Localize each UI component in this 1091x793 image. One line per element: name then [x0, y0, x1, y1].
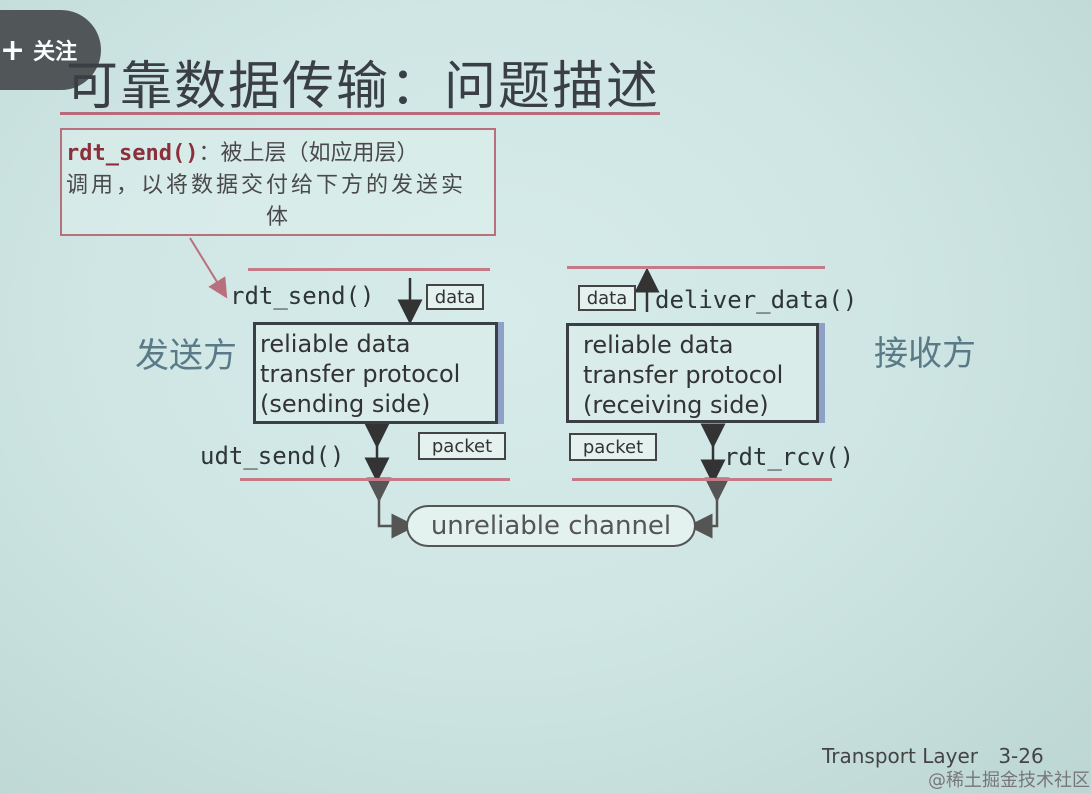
receiver-channel-connector	[687, 477, 730, 539]
unreliable-channel: unreliable channel	[406, 505, 696, 547]
receiver-bottom-call: rdt_rcv()	[724, 443, 855, 471]
follow-label: 关注	[33, 40, 78, 65]
sender-label: 发送方	[135, 336, 237, 376]
watermark: @稀土掘金技术社区	[928, 770, 1090, 791]
sender-bottom-call: udt_send()	[200, 442, 345, 470]
note-callout: rdt_send()：被上层（如应用层） 调用，以将数据交付给下方的发送实 体	[60, 128, 496, 236]
follow-button[interactable]: + 关注	[0, 10, 101, 90]
receiver-protocol-line-3: (receiving side)	[583, 391, 769, 419]
sender-channel-connector	[366, 477, 417, 539]
footer-section: Transport Layer	[822, 744, 978, 768]
note-line-1: rdt_send()：被上层（如应用层）	[66, 138, 488, 170]
sender-protocol-line-3: (sending side)	[260, 390, 431, 418]
receiver-top-call: deliver_data()	[655, 286, 858, 314]
callout-pointer-arrow	[189, 237, 228, 299]
title-underline	[60, 112, 660, 115]
note-line-2: 调用，以将数据交付给下方的发送实	[66, 173, 467, 198]
plus-icon: +	[0, 32, 26, 68]
receiver-packet-tag: packet	[569, 433, 657, 461]
sender-top-call: rdt_send()	[230, 282, 375, 310]
footer-page-number: 3-26	[998, 744, 1044, 768]
slide-footer: Transport Layer 3-26	[822, 744, 1044, 768]
sender-protocol-line-2: transfer protocol	[260, 360, 461, 388]
sender-packet-tag: packet	[418, 432, 506, 460]
receiver-protocol-line-2: transfer protocol	[583, 361, 784, 389]
receiver-protocol-box: reliable data transfer protocol (receivi…	[566, 323, 819, 423]
note-line-1-text: ：被上层（如应用层）	[198, 141, 419, 166]
receiver-top-rule	[567, 266, 825, 269]
sender-protocol-box: reliable data transfer protocol (sending…	[253, 322, 498, 424]
receiver-data-tag: data	[578, 285, 636, 311]
sender-protocol-line-1: reliable data	[260, 330, 411, 358]
receiver-label: 接收方	[874, 334, 976, 374]
sender-data-tag: data	[426, 284, 484, 310]
receiver-protocol-line-1: reliable data	[583, 331, 734, 359]
note-code: rdt_send()	[66, 141, 199, 166]
slide-title: 可靠数据传输：问题描述	[66, 57, 661, 117]
sender-bottom-rule	[240, 478, 510, 481]
note-line-3: 体	[265, 205, 288, 230]
receiver-bottom-rule	[572, 478, 832, 481]
sender-top-rule	[248, 268, 490, 271]
